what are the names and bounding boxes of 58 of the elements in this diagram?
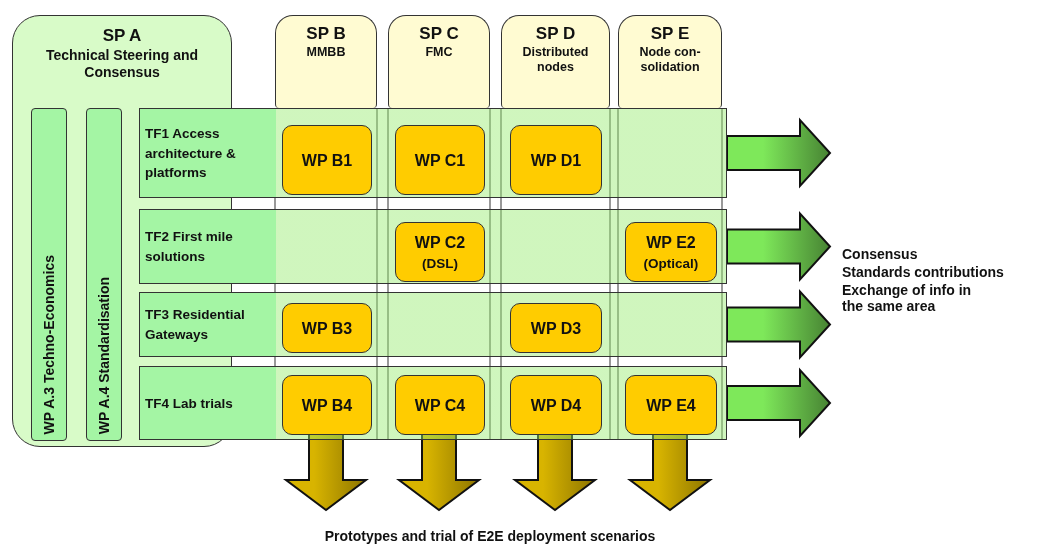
column-panel (388, 15, 490, 108)
work-package-label: WP E4 (646, 395, 696, 416)
note-text: Standards contributions (842, 263, 1004, 281)
block-arrow (726, 288, 832, 361)
note-text: Consensus (842, 245, 918, 263)
column-panel (275, 15, 377, 108)
task-force-band (139, 366, 727, 440)
work-package-label: WP A.3 Techno-Economics (40, 254, 58, 434)
panel-subtitle: Technical Steering and Consensus (44, 47, 200, 81)
work-package-box (395, 125, 485, 195)
panel-heading: SP A (102, 26, 142, 47)
task-force-band (139, 209, 727, 284)
work-package-note: (DSL) (422, 255, 458, 272)
work-package-label: WP B4 (301, 395, 353, 416)
work-package-label: WP B3 (301, 318, 353, 339)
band-label: TF2 First mile solutions (145, 228, 234, 266)
work-package-label: WP D1 (530, 150, 582, 171)
work-package-label: WP C1 (414, 150, 466, 171)
column-subtitle: Node con- solidation (638, 45, 702, 76)
column-heading: SP E (650, 24, 690, 45)
work-package-box (282, 125, 372, 195)
task-force-band (139, 108, 727, 198)
work-package-box (395, 222, 485, 282)
column-panel (618, 15, 722, 108)
work-package-label: WP E2 (646, 233, 696, 253)
work-package-box (625, 222, 717, 282)
work-package-label: WP C2 (414, 233, 466, 253)
column-subtitle: FMC (425, 45, 453, 61)
work-package-label: WP B1 (301, 150, 353, 171)
column-heading: SP D (535, 24, 576, 45)
vertical-bar (31, 108, 67, 441)
work-package-box (510, 125, 602, 195)
work-package-label: WP A.4 Standardisation (95, 276, 113, 434)
band-label: TF1 Access architecture & platforms (145, 125, 237, 183)
column-heading: SP B (306, 24, 346, 45)
block-arrow (726, 367, 832, 439)
caption-text: Prototypes and trial of E2E deployment scenarios (324, 528, 656, 545)
work-package-box (510, 303, 602, 353)
work-package-note: (Optical) (643, 255, 699, 272)
column-heading: SP C (419, 24, 459, 45)
work-package-label: WP C4 (414, 395, 466, 416)
work-package-box (282, 375, 372, 435)
task-force-band (139, 292, 727, 357)
column-panel (501, 15, 610, 108)
vertical-bar (86, 108, 122, 441)
work-package-box (625, 375, 717, 435)
work-package-label: WP D3 (530, 318, 582, 339)
column-subtitle: MMBB (306, 45, 346, 61)
work-package-box (395, 375, 485, 435)
column-subtitle: Distributed nodes (521, 45, 590, 76)
work-package-box (282, 303, 372, 353)
note-text: Exchange of info in the same area (842, 281, 972, 316)
band-label: TF3 Residential Gateways (145, 306, 246, 344)
work-package-box (510, 375, 602, 435)
block-arrow (726, 117, 832, 189)
block-arrow (726, 210, 832, 283)
work-package-label: WP D4 (530, 395, 582, 416)
band-label: TF4 Lab trials (145, 394, 233, 413)
